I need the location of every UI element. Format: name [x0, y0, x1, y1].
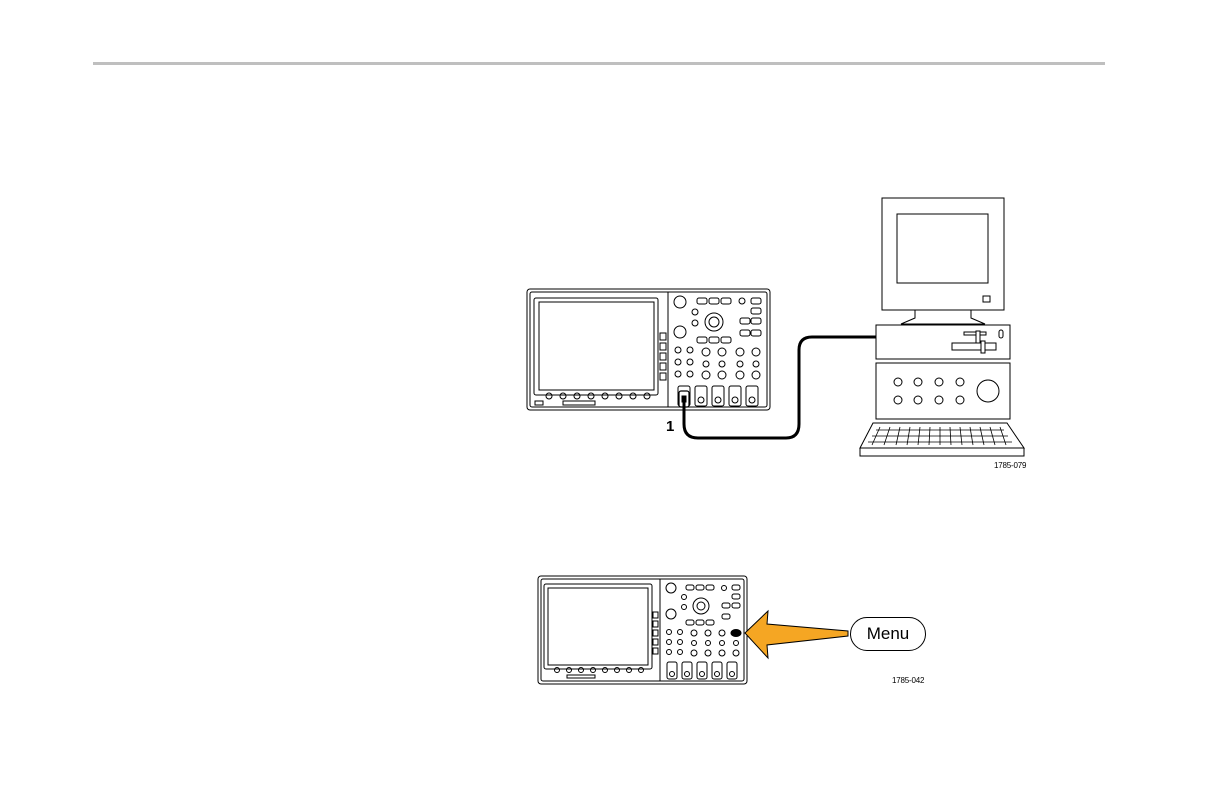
- pc-monitor-illustration: [882, 198, 1004, 324]
- pointer-arrow: [745, 611, 848, 658]
- figure-id-label-2: 1785-042: [892, 676, 924, 685]
- figure-scope-pc-connection: [520, 190, 1040, 480]
- pc-tower-illustration: [876, 363, 1010, 419]
- menu-diagram: [530, 570, 850, 695]
- figure-id-label: 1785-079: [994, 461, 1026, 470]
- menu-button-highlight: [731, 630, 741, 637]
- callout-number: 1: [666, 418, 674, 435]
- pc-base-illustration: [876, 325, 1010, 359]
- figure-menu-button: [530, 570, 850, 695]
- oscilloscope-illustration: [527, 289, 770, 410]
- connection-diagram: [520, 190, 1040, 480]
- page-header-rule: [93, 62, 1105, 65]
- menu-button-label: Menu: [850, 617, 926, 651]
- oscilloscope-small-illustration: [538, 576, 747, 684]
- keyboard-illustration: [860, 423, 1024, 456]
